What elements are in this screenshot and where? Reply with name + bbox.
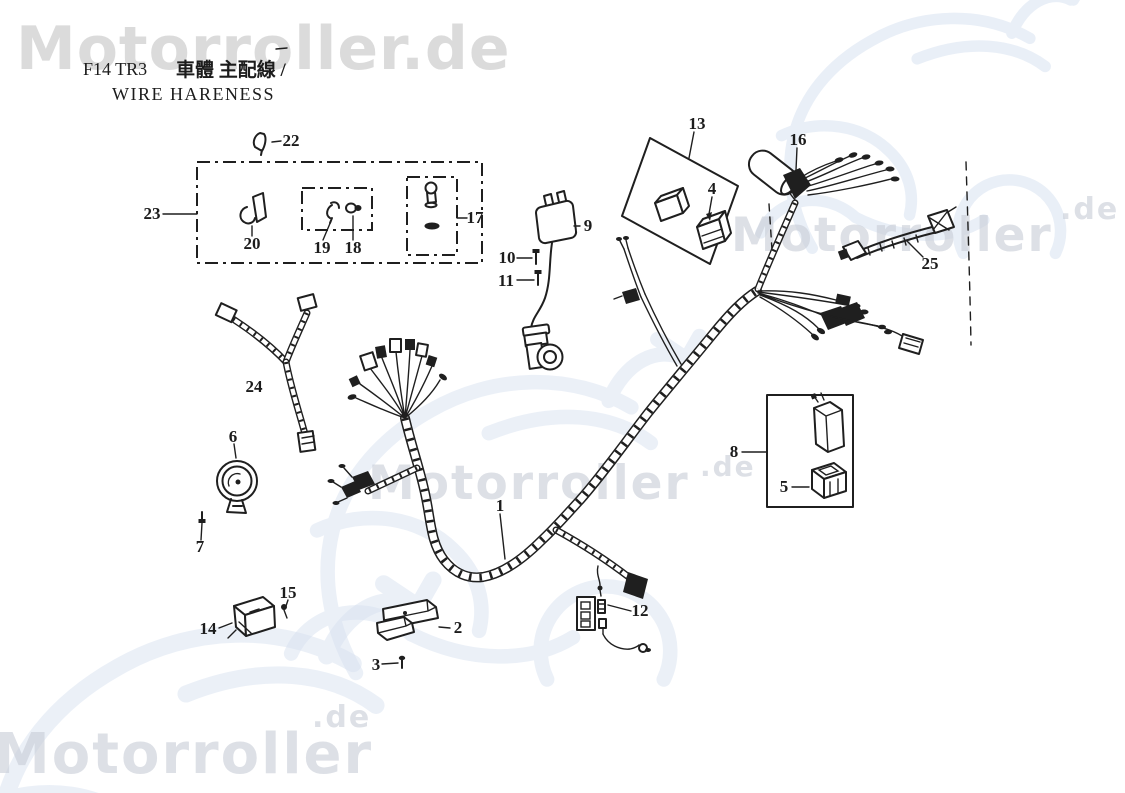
page-title: WIRE HARENESS bbox=[112, 84, 275, 104]
part-23-bracket-box bbox=[196, 161, 483, 264]
part-label-7: 7 bbox=[195, 537, 205, 556]
part-label-23: 23 bbox=[143, 204, 161, 223]
part-4-relay bbox=[696, 210, 732, 250]
harness-top-connector-cluster bbox=[783, 152, 900, 199]
part-label-15: 15 bbox=[279, 583, 297, 602]
part-label-5: 5 bbox=[779, 477, 789, 496]
part-label-24: 24 bbox=[245, 377, 263, 396]
part-18-grommet bbox=[345, 202, 362, 214]
part-label-18: 18 bbox=[344, 238, 362, 257]
part-14-bracket bbox=[227, 596, 276, 639]
part-label-12: 12 bbox=[631, 601, 649, 620]
part-label-3: 3 bbox=[371, 655, 381, 674]
harness-side-branch-connectors bbox=[327, 464, 375, 505]
part-label-8: 8 bbox=[729, 442, 739, 461]
part-1-main-harness bbox=[368, 203, 795, 578]
part-16-mount-dash bbox=[768, 203, 773, 251]
harness-right-connector-fan bbox=[757, 290, 924, 355]
part-9-ignition-coil bbox=[530, 190, 578, 329]
part-label-4: 4 bbox=[707, 179, 717, 198]
part-label-2: 2 bbox=[453, 618, 463, 637]
part-8-cdi-box bbox=[766, 392, 854, 508]
page-code: F14 TR3 bbox=[83, 59, 148, 79]
part-label-9: 9 bbox=[583, 216, 593, 235]
part-label-25: 25 bbox=[921, 254, 939, 273]
part-22-clip bbox=[252, 132, 267, 156]
part-label-17: 17 bbox=[466, 208, 484, 227]
part-label-19: 19 bbox=[313, 238, 331, 257]
part-label-20: 20 bbox=[243, 234, 261, 253]
part-20-wire-clip bbox=[239, 192, 267, 225]
part-label-10: 10 bbox=[498, 248, 516, 267]
stray-mark bbox=[275, 47, 288, 50]
part-25-jumper-cable bbox=[837, 206, 957, 261]
harness-thin-branch-wires bbox=[613, 236, 682, 367]
spark-plug-cap bbox=[521, 323, 564, 371]
watermark-de-midright: .de bbox=[1060, 192, 1120, 227]
part-label-13: 13 bbox=[688, 114, 706, 133]
part-7-bolt bbox=[198, 511, 206, 523]
page-title-cjk: 車體 主配線 / bbox=[176, 60, 286, 81]
part-label-22: 22 bbox=[282, 131, 300, 150]
watermark-de-bottom: .de bbox=[312, 700, 372, 735]
part-label-11: 11 bbox=[497, 271, 515, 290]
part-11-bolt bbox=[534, 270, 542, 286]
part-13-relay-box bbox=[621, 137, 739, 265]
callout-leader-lines bbox=[162, 131, 924, 665]
part-17-lock-set bbox=[424, 181, 440, 230]
harness-left-connector-fan bbox=[347, 338, 447, 419]
part-label-14: 14 bbox=[199, 619, 217, 638]
part-10-bolt bbox=[532, 249, 540, 265]
part-6-horn bbox=[216, 460, 258, 514]
watermark-motorroller-bottom: Motorroller bbox=[0, 722, 374, 787]
part-5-relay bbox=[811, 462, 847, 499]
part-24-y-subharness bbox=[214, 293, 318, 453]
part-label-1: 1 bbox=[495, 496, 505, 515]
part-19-hook bbox=[326, 201, 340, 224]
watermark-de-center: .de bbox=[700, 450, 756, 483]
fold-dash-line bbox=[965, 161, 972, 346]
part-12-fuse-set bbox=[576, 596, 651, 653]
part-label-6: 6 bbox=[228, 427, 238, 446]
part-2-covers bbox=[376, 599, 439, 641]
watermark-motorroller-top: Motorroller.de bbox=[16, 14, 511, 84]
part-3-bolt bbox=[398, 655, 406, 669]
harness-fuse-branch bbox=[596, 565, 648, 599]
part-label-16: 16 bbox=[789, 130, 807, 149]
